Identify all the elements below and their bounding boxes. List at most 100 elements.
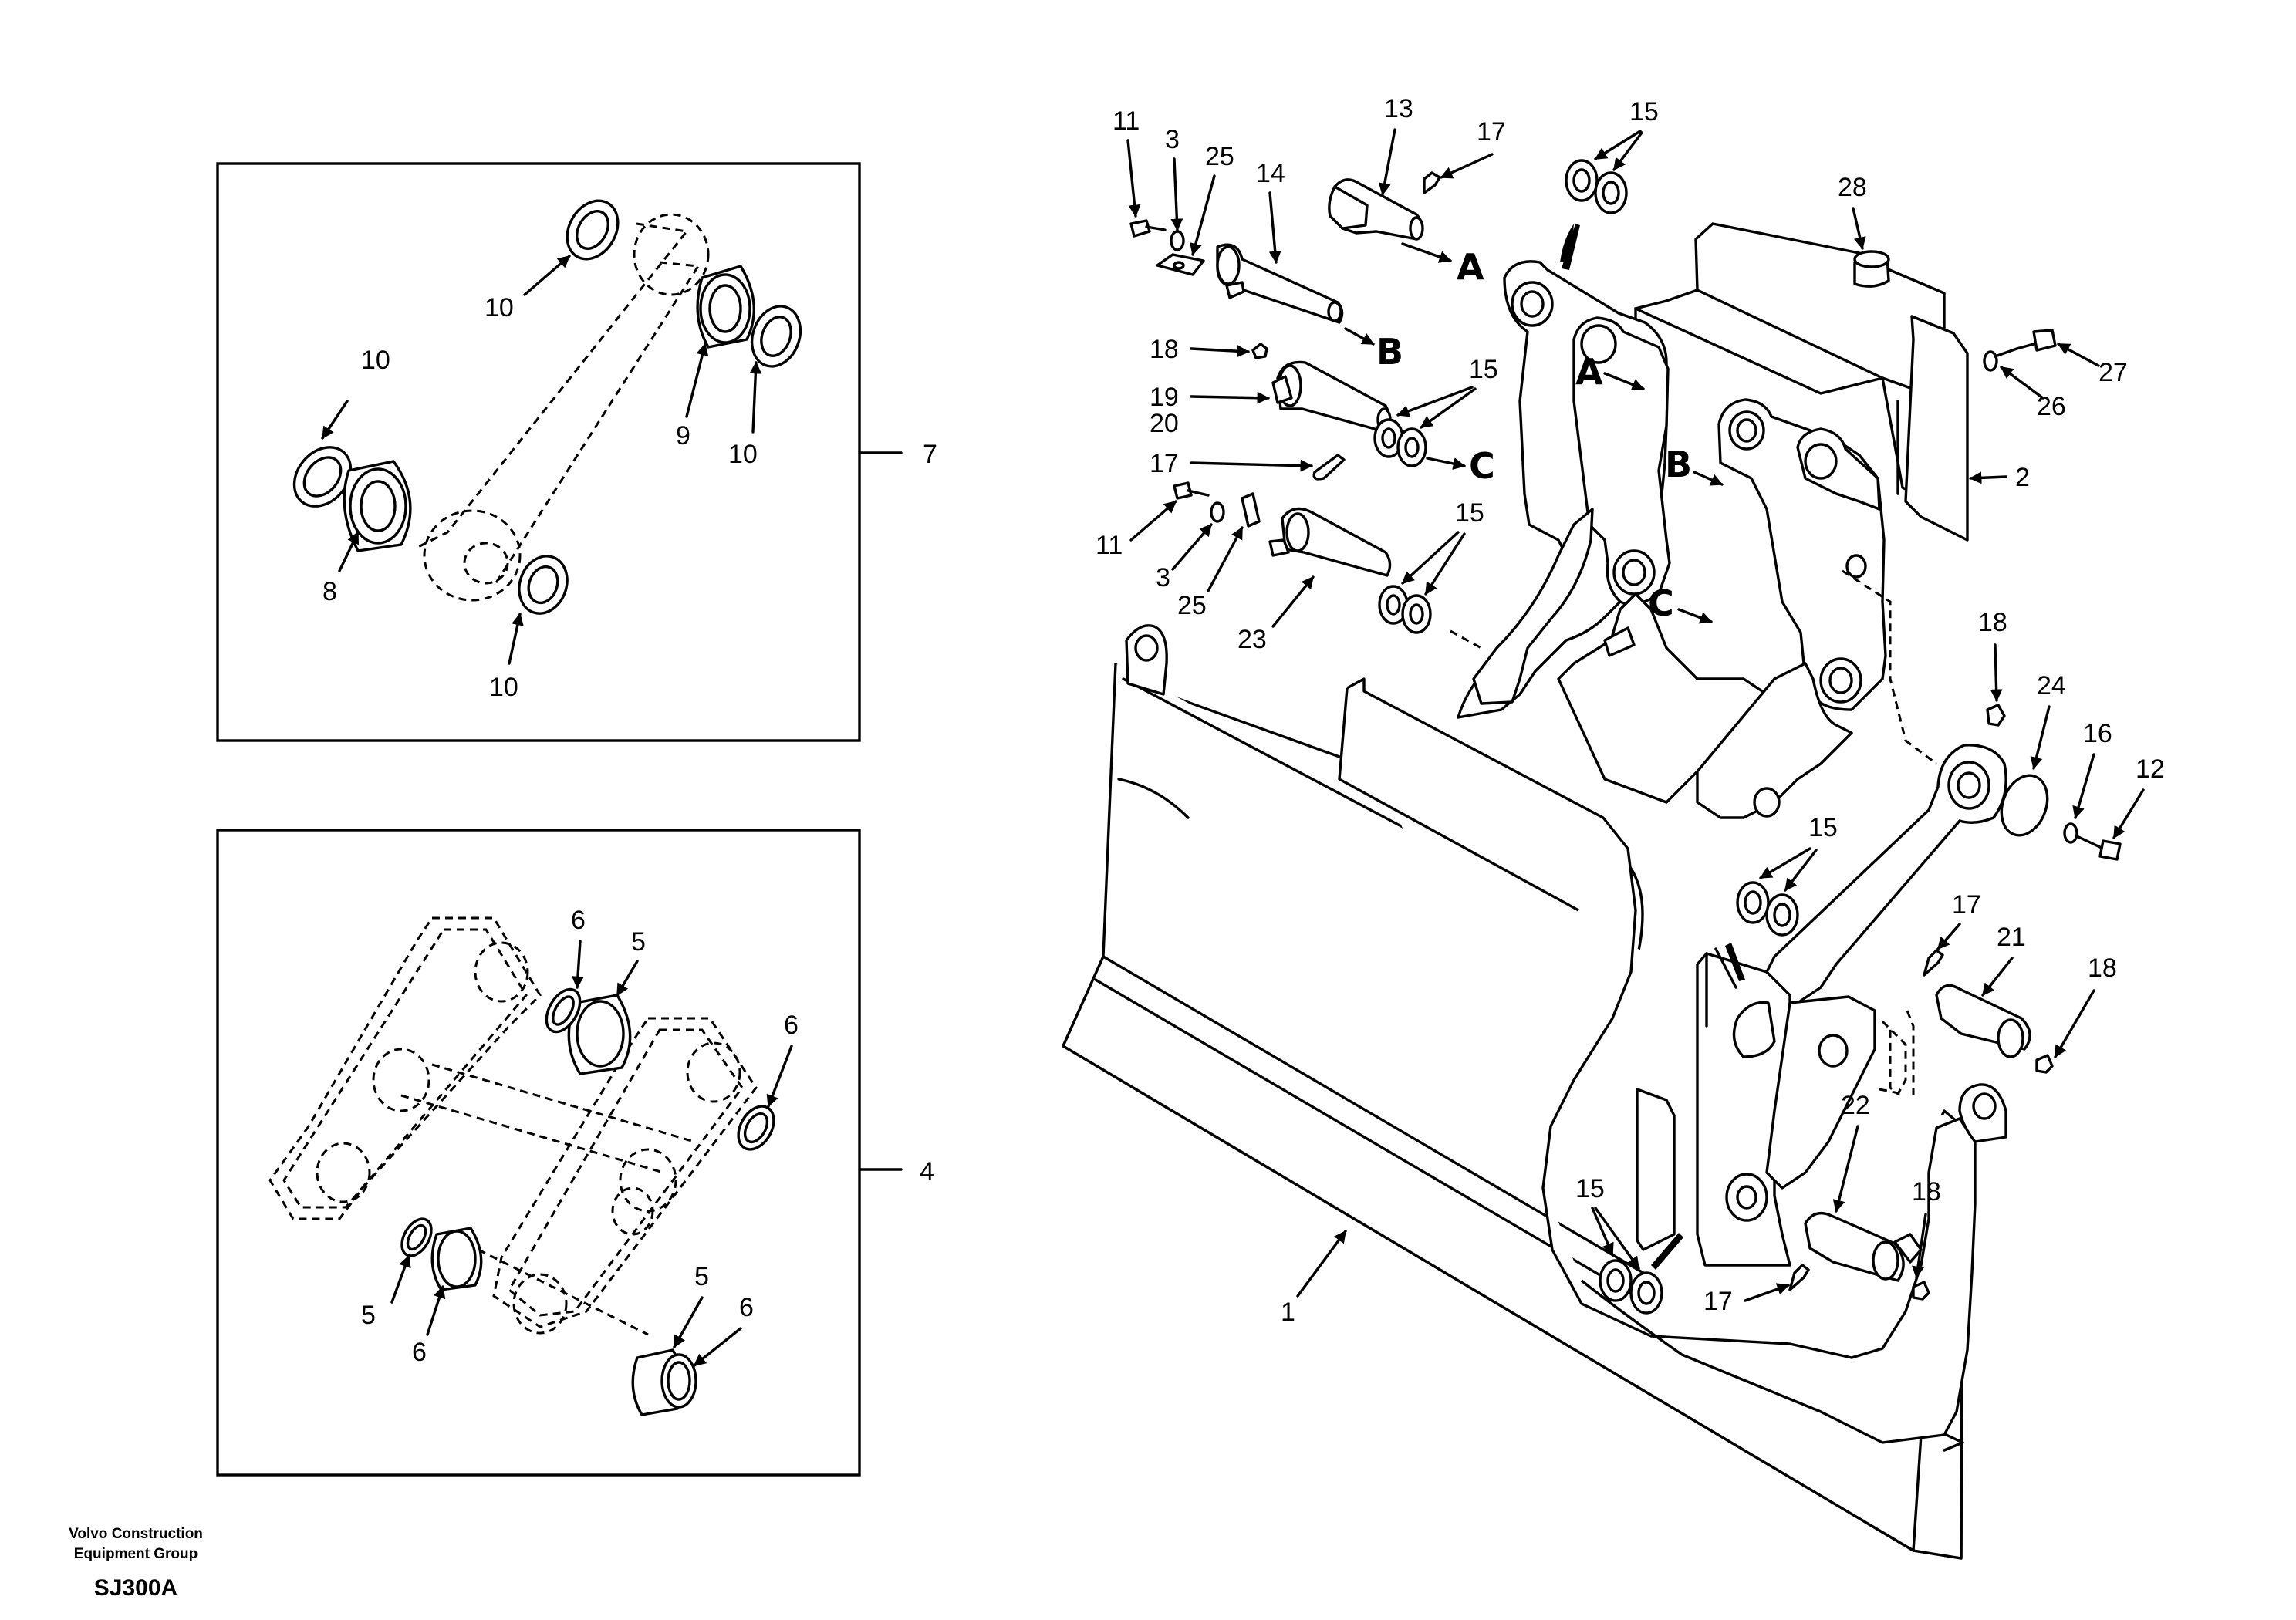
callout-21: 21 xyxy=(1997,923,2026,952)
hidden-line xyxy=(1842,569,1937,765)
footer: Volvo Construction Equipment Group SJ300… xyxy=(69,1526,203,1601)
cap-28 xyxy=(1853,250,1890,288)
bushing-8 xyxy=(343,460,412,552)
seal-ring-10-top xyxy=(566,199,620,261)
joint-label-c: C xyxy=(1469,445,1495,487)
lift-arm-3 xyxy=(1717,398,1887,711)
cotter-pin-17-top xyxy=(1423,171,1441,194)
callout-22: 22 xyxy=(1841,1091,1870,1120)
callout-11: 11 xyxy=(1096,531,1123,560)
main-callouts: 11 3 25 14 13 17 15 28 18 19 20 15 17 11… xyxy=(1096,94,2165,1327)
cotter-pin-17-mid xyxy=(1312,454,1346,481)
link-rod-dashed xyxy=(416,213,710,602)
installation-arrow xyxy=(1560,224,1574,262)
installation-arrow xyxy=(1725,943,1745,981)
callout-18: 18 xyxy=(1912,1177,1941,1207)
callout-7: 7 xyxy=(923,440,937,469)
joint-label-b: B xyxy=(1376,331,1403,373)
callout-3: 3 xyxy=(1165,125,1180,154)
callout-10: 10 xyxy=(728,440,758,469)
callout-10: 10 xyxy=(485,293,514,322)
joint-labels: A B C A B C xyxy=(1344,242,1724,624)
shims-15-lower xyxy=(1378,585,1432,634)
frame-2 xyxy=(1634,222,1969,542)
callout-11: 11 xyxy=(1113,106,1140,136)
callout-5: 5 xyxy=(361,1301,376,1330)
pin-19 xyxy=(1271,360,1392,434)
grease-nipple-18-lower xyxy=(2035,1054,2054,1074)
bolt-12 xyxy=(2075,835,2122,861)
callout-12: 12 xyxy=(2136,754,2165,784)
bolt-27 xyxy=(1994,329,2057,358)
seal-ring-10-bottom xyxy=(518,555,569,615)
hidden-line xyxy=(1881,1020,1907,1096)
inset-box-4: 4 xyxy=(216,829,934,1477)
seal-6-top xyxy=(545,987,582,1034)
seal-ring-10-left xyxy=(292,446,353,508)
plate-25 xyxy=(1156,253,1205,276)
callout-15: 15 xyxy=(1629,97,1659,127)
pin-21 xyxy=(1935,984,2031,1058)
callout-17: 17 xyxy=(1477,117,1506,147)
callout-24: 24 xyxy=(2037,671,2066,700)
callout-3: 3 xyxy=(1156,563,1170,592)
callout-15: 15 xyxy=(1455,498,1484,528)
callout-25: 25 xyxy=(1177,591,1207,620)
callout-13: 13 xyxy=(1384,94,1413,123)
bolt-11-lower xyxy=(1173,481,1210,500)
callout-10: 10 xyxy=(489,673,518,702)
bushing-6-bottom xyxy=(430,1227,483,1291)
washer-16 xyxy=(2063,822,2078,844)
callout-6: 6 xyxy=(784,1011,799,1040)
callout-15: 15 xyxy=(1575,1174,1605,1203)
callout-27: 27 xyxy=(2098,358,2128,387)
callout-17: 17 xyxy=(1952,890,1981,920)
hidden-line xyxy=(1450,629,1482,650)
seal-6-right xyxy=(737,1105,775,1151)
callout-19: 19 xyxy=(1150,383,1179,412)
washer-3 xyxy=(1170,230,1185,251)
callout-6: 6 xyxy=(739,1293,754,1322)
shims-15-mid xyxy=(1736,881,1799,937)
joint-label-b: B xyxy=(1665,444,1692,485)
callout-15: 15 xyxy=(1808,813,1838,842)
callout-5: 5 xyxy=(694,1262,709,1291)
callout-1: 1 xyxy=(1281,1298,1295,1327)
callout-17: 17 xyxy=(1703,1287,1733,1316)
blade-lug-right xyxy=(1958,1083,2007,1143)
cotter-pin-17-right xyxy=(1923,949,1944,977)
shims-15-top xyxy=(1565,159,1628,214)
bushing-9 xyxy=(696,265,755,349)
washer-3-lower xyxy=(1210,501,1225,523)
callout-9: 9 xyxy=(676,421,690,451)
callout-20: 20 xyxy=(1150,409,1179,438)
hidden-line xyxy=(1906,1010,1915,1095)
callout-6: 6 xyxy=(571,906,586,935)
grease-nipple-18 xyxy=(1251,343,1268,359)
shims-15-bottom xyxy=(1599,1259,1663,1315)
callout-25: 25 xyxy=(1205,142,1234,171)
joint-label-a: A xyxy=(1575,351,1603,393)
pin-13 xyxy=(1328,178,1424,241)
callout-16: 16 xyxy=(2083,719,2112,748)
plate-25-lower xyxy=(1241,492,1261,528)
blade-lug-left xyxy=(1125,624,1168,696)
swing-link xyxy=(1765,744,2007,1012)
washer-26 xyxy=(1983,350,1998,372)
callout-2: 2 xyxy=(2015,463,2030,492)
cotter-pin-17-lower xyxy=(1788,1264,1810,1291)
grease-nipple-18-bottom xyxy=(1912,1281,1930,1301)
callout-18: 18 xyxy=(1978,608,2007,637)
lower-bracket xyxy=(1636,947,1876,1267)
seal-ring-10-right xyxy=(750,305,802,368)
callout-28: 28 xyxy=(1838,173,1867,202)
callout-15: 15 xyxy=(1469,355,1498,384)
callout-4: 4 xyxy=(920,1157,934,1186)
callout-10: 10 xyxy=(361,346,390,375)
footer-company-line1: Volvo Construction xyxy=(69,1526,203,1542)
shims-15-upper xyxy=(1373,418,1427,467)
inset-box-7: 7 xyxy=(216,162,937,742)
callout-18: 18 xyxy=(1150,335,1179,364)
pin-14 xyxy=(1216,243,1344,324)
